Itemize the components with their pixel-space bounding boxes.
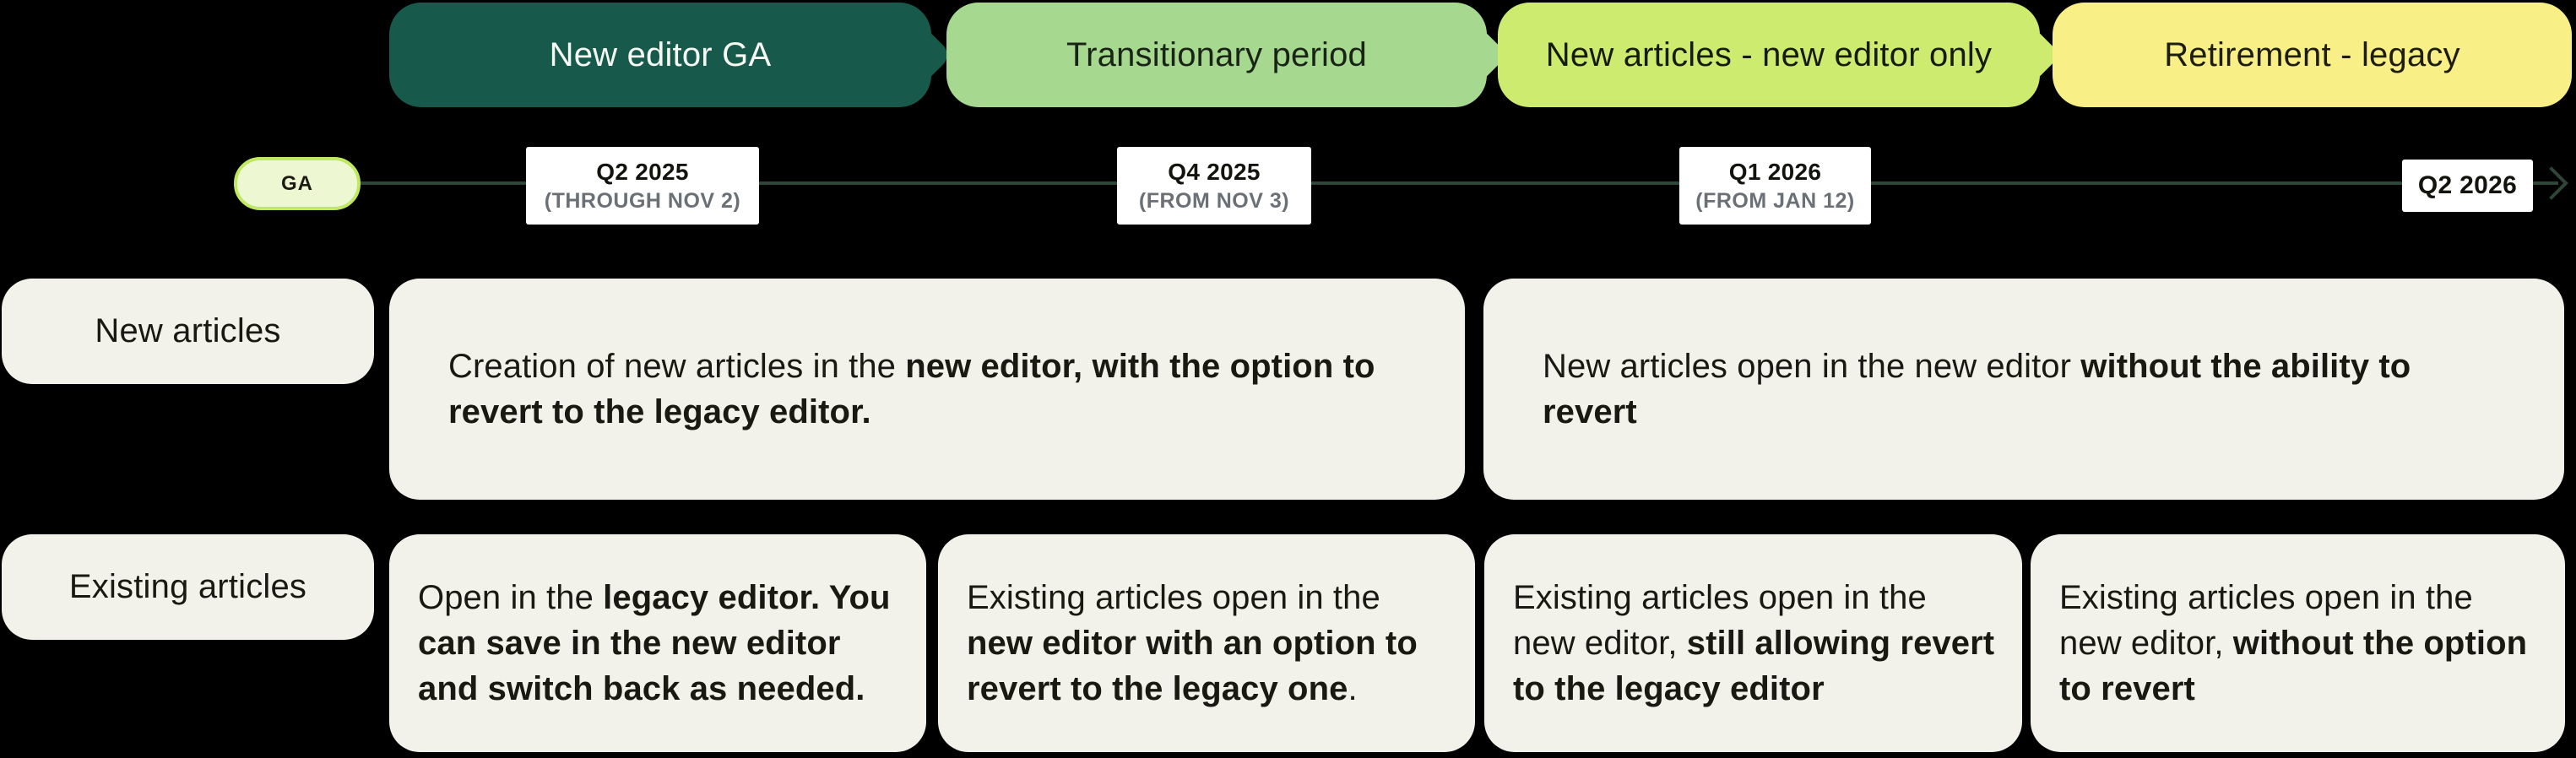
arrow-right-icon: [2535, 166, 2568, 200]
row-label-text: New articles: [95, 312, 281, 349]
phase-pill-transitionary-period: Transitionary period: [946, 3, 1509, 107]
milestone-subtitle: (FROM NOV 3): [1138, 189, 1290, 213]
milestone-subtitle: (THROUGH NOV 2): [544, 189, 741, 213]
pill-point-shape: [1419, 10, 1509, 100]
phase-pill-new-editor-ga: New editor GA: [389, 3, 953, 107]
phase-pill-retirement-legacy: Retirement - legacy: [2053, 3, 2572, 107]
timeline-start-badge-ga: GA: [234, 157, 361, 210]
pill-point-shape: [864, 10, 953, 100]
cell-existing-articles-phase3: Existing articles open in the new editor…: [1484, 534, 2022, 752]
row-label-new-articles: New articles: [2, 279, 374, 384]
cell-new-articles-phase3-4: New articles open in the new editor with…: [1483, 279, 2564, 500]
cell-text: New articles open in the new editor: [1543, 348, 2081, 385]
milestone-q1-2026: Q1 2026 (FROM JAN 12): [1679, 147, 1871, 225]
phase-label: Retirement - legacy: [2164, 35, 2460, 73]
milestone-title: Q2 2025: [596, 159, 689, 185]
cell-text-bold: without the option to revert: [2059, 625, 2528, 707]
cell-text-bold: still allowing revert to the legacy edit…: [1513, 625, 1995, 707]
cell-text: Existing articles open in the new editor…: [1513, 579, 1927, 662]
milestone-subtitle: (FROM JAN 12): [1695, 189, 1855, 213]
cell-text-bold: legacy editor. You can save in the new e…: [418, 579, 891, 707]
milestone-q2-2025: Q2 2025 (THROUGH NOV 2): [526, 147, 759, 225]
row-label-existing-articles: Existing articles: [2, 534, 374, 640]
cell-text-bold: new editor, with the option to revert to…: [448, 348, 1375, 430]
cell-text: Existing articles open in the new editor…: [2059, 579, 2473, 662]
cell-existing-articles-phase1: Open in the legacy editor. You can save …: [389, 534, 926, 752]
cell-existing-articles-phase2: Existing articles open in the new editor…: [938, 534, 1475, 752]
cell-text: Open in the: [418, 579, 604, 616]
milestone-title: Q1 2026: [1728, 159, 1822, 185]
milestone-title: Q2 2026: [2417, 171, 2518, 199]
phase-label: Transitionary period: [1066, 35, 1367, 73]
phase-label: New editor GA: [549, 35, 772, 73]
milestone-title: Q4 2025: [1168, 159, 1261, 185]
cell-text-bold: new editor with an option to revert to t…: [967, 625, 1418, 707]
cell-text: Creation of new articles in the: [448, 348, 906, 385]
phase-label: New articles - new editor only: [1545, 35, 1993, 73]
cell-text: .: [1348, 670, 1358, 707]
cell-text: Existing articles open in the: [967, 579, 1380, 616]
row-label-text: Existing articles: [68, 568, 307, 605]
cell-text-bold: without the ability to revert: [1543, 348, 2411, 430]
cell-existing-articles-phase4: Existing articles open in the new editor…: [2031, 534, 2565, 752]
cell-new-articles-phase1-2: Creation of new articles in the new edit…: [389, 279, 1465, 500]
ga-badge-label: GA: [281, 171, 313, 195]
milestone-q4-2025: Q4 2025 (FROM NOV 3): [1117, 147, 1311, 225]
timeline-axis-line: [361, 181, 2558, 185]
milestone-q2-2026: Q2 2026: [2402, 160, 2533, 212]
phase-pill-new-articles-only: New articles - new editor only: [1498, 3, 2062, 107]
